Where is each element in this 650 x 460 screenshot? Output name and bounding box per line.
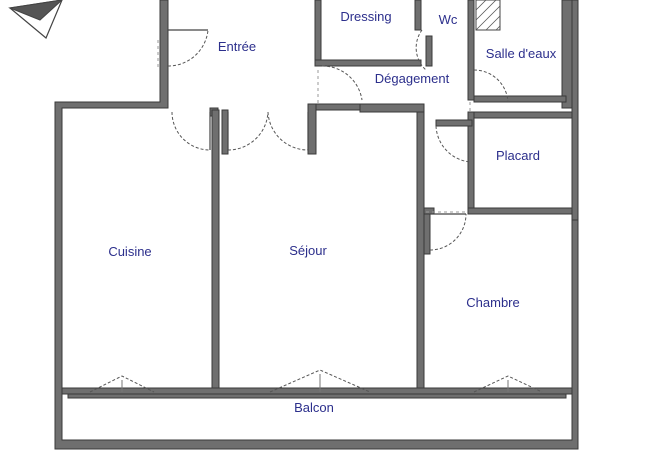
- room-label-dressing: Dressing: [340, 9, 391, 24]
- room-label-salle-deaux: Salle d'eaux: [486, 46, 557, 61]
- room-label-placard: Placard: [496, 148, 540, 163]
- shower-hatch: [475, 0, 501, 31]
- room-label-degagement: Dégagement: [375, 71, 450, 86]
- room-label-chambre: Chambre: [466, 295, 519, 310]
- room-label-cuisine: Cuisine: [108, 244, 151, 259]
- doors: [167, 29, 509, 251]
- room-label-sejour: Séjour: [289, 243, 327, 258]
- room-boundaries: [157, 40, 471, 213]
- interior-walls: [61, 0, 573, 399]
- room-label-balcon: Balcon: [294, 400, 334, 415]
- north-arrow-icon: [8, 0, 63, 39]
- room-label-entree: Entrée: [218, 39, 256, 54]
- room-label-wc: Wc: [439, 12, 458, 27]
- balcony-windows: [89, 369, 543, 393]
- outer-walls: [54, 0, 579, 450]
